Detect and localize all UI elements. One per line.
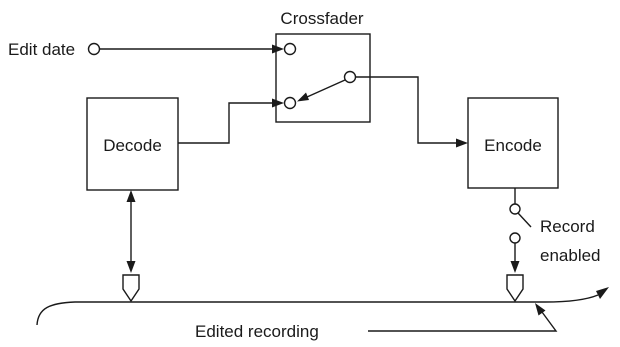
encode-arrowhead [456, 138, 468, 148]
decode-label: Decode [103, 136, 162, 155]
record-enabled-label-line2: enabled [540, 246, 601, 265]
record-head-arrowhead [510, 261, 520, 273]
record-switch-bottom-node [509, 232, 521, 244]
decode-bidir-arrowhead-top [126, 190, 136, 202]
decode-to-crossfader-wire [178, 102, 272, 144]
record-switch-top-node [509, 203, 521, 215]
edited-recording-label: Edited recording [195, 322, 319, 341]
record-head [506, 274, 524, 303]
edit-date-label: Edit date [8, 40, 75, 59]
tape-direction-arrowhead [596, 287, 609, 299]
crossfader-to-encode-wire [355, 76, 456, 144]
record-enabled-label-line1: Record [540, 217, 595, 236]
encode-box [467, 97, 559, 189]
decode-arrowhead [272, 98, 284, 108]
edited-recording-leader [368, 311, 558, 332]
encode-label: Encode [484, 136, 542, 155]
edit-date-terminal [87, 42, 101, 56]
crossfader-switch-arm [306, 79, 346, 98]
decode-box [86, 97, 179, 191]
crossfader-input-b [283, 96, 297, 110]
tape-path [36, 294, 599, 326]
crossfader-output-node [343, 70, 357, 84]
crossfader-switch-arrowhead [297, 92, 309, 102]
edit-date-arrowhead [272, 44, 284, 54]
crossfader-input-a [283, 42, 297, 56]
edited-recording-leader-arrowhead [535, 303, 546, 316]
record-switch-lever [517, 212, 532, 228]
read-head [122, 274, 140, 303]
decode-bidir-arrowhead-bottom [126, 261, 136, 273]
crossfader-label: Crossfader [280, 9, 363, 28]
